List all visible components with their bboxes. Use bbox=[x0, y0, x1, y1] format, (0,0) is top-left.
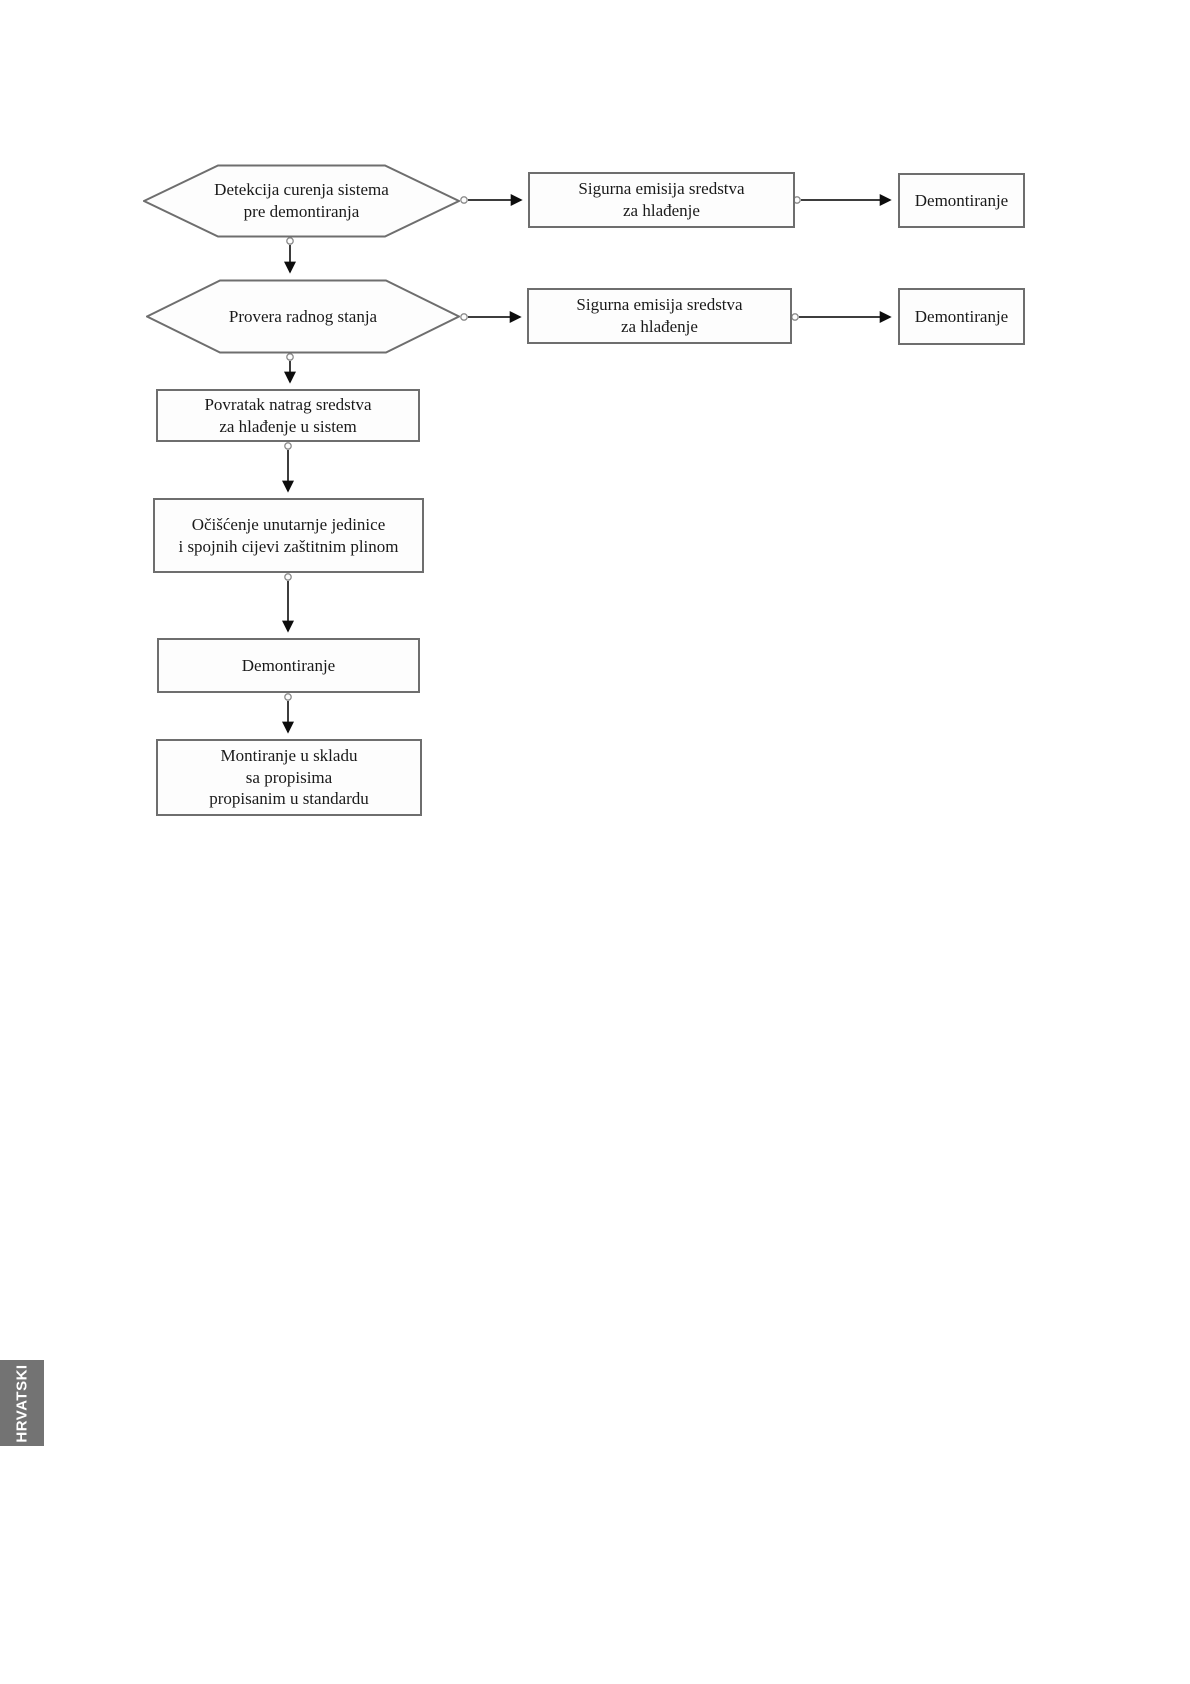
flow-node-label: Demontiranje bbox=[914, 190, 1009, 210]
flow-node-montiranje: Montiranje u skladu sa propisima propisa… bbox=[156, 739, 422, 816]
flow-node-label: Demontiranje bbox=[914, 306, 1009, 326]
flow-node-label: Montiranje u skladu sa propisima propisa… bbox=[209, 745, 369, 809]
flow-node-label: Demontiranje bbox=[241, 655, 336, 675]
flow-node-demontiranje-1: Demontiranje bbox=[898, 173, 1025, 228]
flow-node-provera-radnog-stanja: Provera radnog stanja bbox=[146, 279, 460, 354]
flow-node-povratak: Povratak natrag sredstva za hlađenje u s… bbox=[156, 389, 420, 442]
flow-node-demontiranje-3: Demontiranje bbox=[157, 638, 420, 693]
flow-node-label: Povratak natrag sredstva za hlađenje u s… bbox=[204, 394, 372, 436]
flow-node-label: Provera radnog stanja bbox=[228, 306, 378, 326]
flow-node-label: Sigurna emisija sredstva za hlađenje bbox=[578, 179, 745, 220]
flow-node-label: Sigurna emisija sredstva za hlađenje bbox=[576, 295, 743, 336]
flow-node-demontiranje-2: Demontiranje bbox=[898, 288, 1025, 345]
language-tab-hrvatski: HRVATSKI bbox=[0, 1360, 44, 1446]
flow-node-label: Očišćenje unutarnje jedinice i spojnih c… bbox=[178, 514, 399, 556]
flow-node-sigurna-emisija-2: Sigurna emisija sredstva za hlađenje bbox=[527, 288, 792, 344]
language-tab-label: HRVATSKI bbox=[13, 1363, 31, 1443]
flow-node-sigurna-emisija-1: Sigurna emisija sredstva za hlađenje bbox=[528, 172, 795, 228]
hexagon-shape bbox=[143, 164, 460, 238]
flow-node-detekcija-curenja: Detekcija curenja sistema pre demontiran… bbox=[143, 164, 460, 238]
hexagon-shape bbox=[146, 279, 460, 354]
flow-node-ociscenje: Očišćenje unutarnje jedinice i spojnih c… bbox=[153, 498, 424, 573]
flow-node-label: Detekcija curenja sistema pre demontiran… bbox=[214, 180, 389, 221]
